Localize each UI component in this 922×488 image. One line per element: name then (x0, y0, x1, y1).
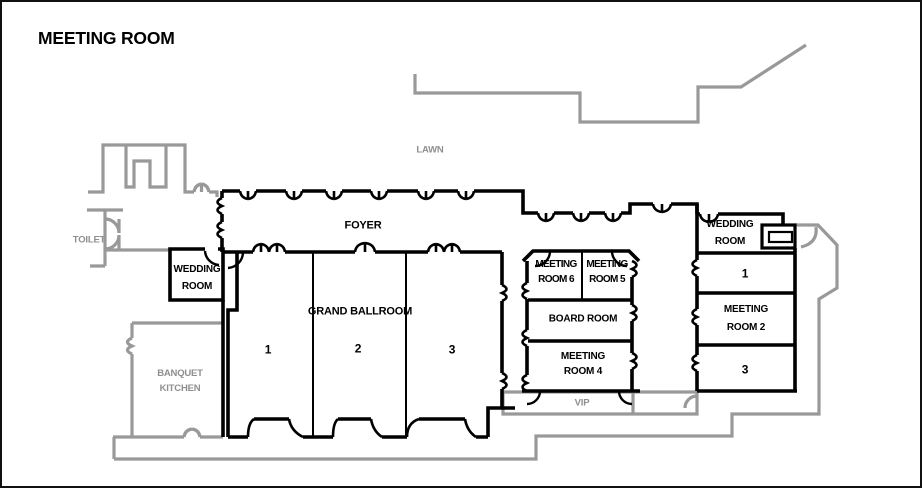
wedding-room-right-label: WEDDING ROOM (706, 219, 754, 247)
right-block-top-door (698, 213, 720, 224)
right-block-dividers (697, 251, 795, 347)
ballroom-top-doors (251, 241, 462, 253)
stair-door-swing (192, 182, 211, 193)
grand-ballroom-label: GRAND BALLROOM (307, 305, 413, 318)
building-walls (168, 189, 797, 439)
toilet-door-swings (104, 217, 121, 251)
ballroom-right-doors (498, 283, 508, 391)
meeting-room-2-label: MEETING ROOM 2 (723, 304, 769, 333)
banquet-kitchen-label: BANQUET KITCHEN (157, 368, 203, 394)
foyer-label: FOYER (344, 219, 382, 232)
middle-block-door-swings (526, 250, 633, 406)
foyer-top-wall (222, 189, 699, 215)
board-room-label: BOARD ROOM (548, 313, 618, 325)
middle-block-right-doors (628, 259, 638, 371)
middle-block-dividers (528, 298, 632, 343)
lawn-boundary (413, 43, 807, 124)
ballroom-section-3-label: 3 (448, 342, 456, 357)
ballroom-section-2-label: 2 (354, 341, 362, 356)
right-block-left-doors (691, 258, 701, 373)
meeting-room-5-label: MEETING ROOM 5 (586, 259, 628, 285)
vip-door-swing (683, 394, 698, 409)
right-room-1-label: 1 (741, 266, 749, 281)
ballroom-dividers (312, 252, 407, 437)
meeting-room-6-label: MEETING ROOM 6 (535, 259, 577, 285)
toilet-label: TOILET (72, 234, 106, 246)
ballroom-bottom-wall (228, 417, 488, 439)
foyer-top-doors (238, 190, 673, 223)
toilet-walls (87, 208, 170, 268)
kitchen-walls (112, 321, 223, 459)
middle-block-left-doors (521, 281, 531, 393)
wedding-room-left-label: WEDDING ROOM (173, 264, 221, 292)
stair-structure (88, 143, 219, 197)
ballroom-section-1-label: 1 (264, 342, 272, 357)
stage-box (760, 223, 797, 250)
wedding-room-left-walls (168, 247, 225, 302)
kitchen-door-bottom (182, 427, 202, 438)
right-door-swing (800, 226, 818, 249)
meeting-room-4-label: MEETING ROOM 4 (560, 351, 606, 377)
sidewalk-path (114, 223, 839, 461)
ballroom-bottom-door-swings (246, 417, 477, 439)
kitchen-door-left (125, 336, 136, 356)
foyer-left-doors (216, 196, 226, 240)
site-outline (87, 43, 839, 461)
ballroom-right-wall (486, 252, 515, 437)
right-room-3-label: 3 (741, 362, 749, 377)
right-block-top-wall (697, 212, 797, 391)
ballroom-left-wall (226, 252, 239, 437)
vip-label: VIP (574, 397, 590, 409)
page-title: MEETING ROOM (38, 28, 175, 48)
lawn-label: LAWN (416, 144, 444, 156)
